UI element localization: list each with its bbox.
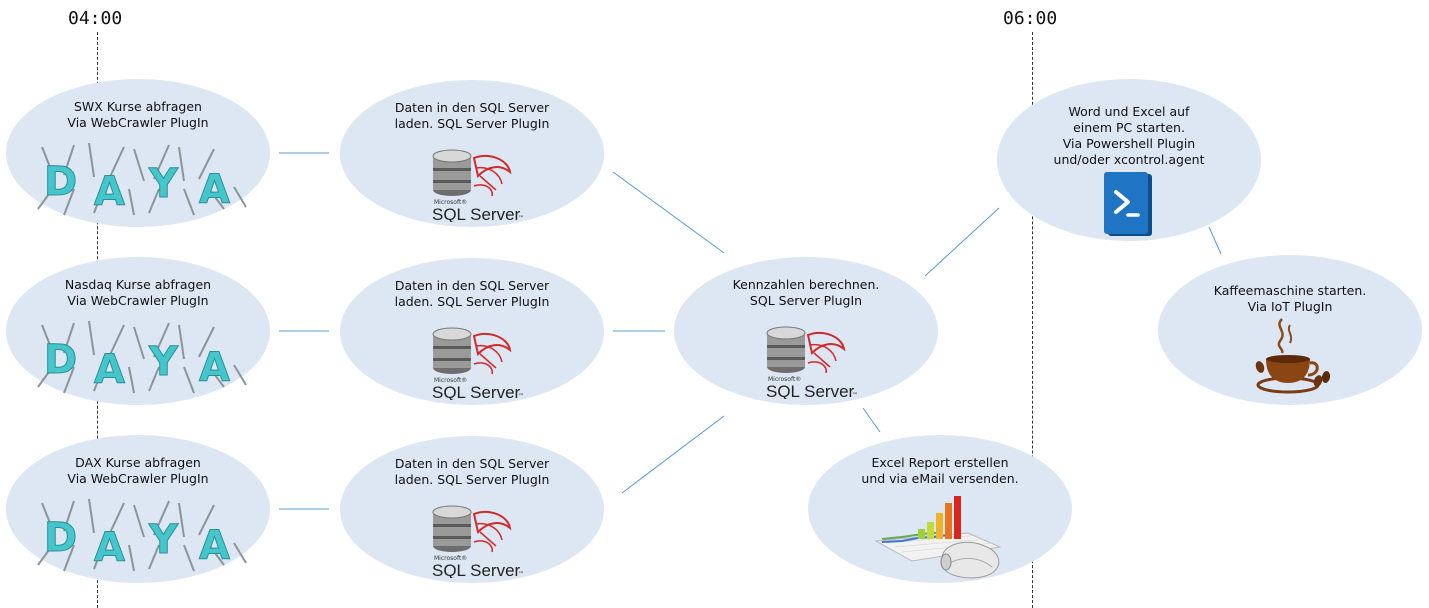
- node-nasdaq-line: Nasdaq Kurse abfragen: [64, 277, 212, 292]
- spider-letter: A: [94, 347, 125, 393]
- spider-letter: D: [44, 337, 77, 383]
- connector-load1-calc: [612, 171, 725, 254]
- node-load2-line: laden. SQL Server PlugIn: [394, 294, 550, 309]
- spider-letter: D: [44, 515, 77, 561]
- connector-calc-report: [862, 407, 881, 433]
- node-calc-line: SQL Server PlugIn: [749, 293, 863, 308]
- node-report-text: Excel Report erstellen und via eMail ver…: [808, 455, 1072, 487]
- sql-logo-small: Microsoft®: [434, 377, 467, 384]
- connector-load3-calc: [621, 415, 725, 494]
- connector-office-coffee: [1208, 226, 1222, 255]
- sql-server-icon: Microsoft® SQL Server ™: [766, 326, 858, 399]
- spider-letter: A: [94, 525, 125, 571]
- timeline-end-label: 06:00: [1003, 8, 1058, 29]
- node-sql-load-3[interactable]: Daten in den SQL Server laden. SQL Serve…: [340, 436, 604, 583]
- node-report-line: und via eMail versenden.: [861, 471, 1019, 486]
- node-dax-line: DAX Kurse abfragen: [75, 455, 201, 470]
- sql-logo-text: SQL Server: [432, 383, 521, 400]
- spider-letter: A: [199, 523, 230, 569]
- spider-letter: Y: [148, 517, 179, 563]
- node-swx-text: SWX Kurse abfragen Via WebCrawler PlugIn: [6, 99, 270, 131]
- timeline-start-label: 04:00: [68, 8, 123, 29]
- node-load1-text: Daten in den SQL Server laden. SQL Serve…: [340, 100, 604, 132]
- sql-logo-text: SQL Server: [432, 205, 521, 222]
- node-load1-line: Daten in den SQL Server: [394, 100, 550, 115]
- node-sql-load-2[interactable]: Daten in den SQL Server laden. SQL Serve…: [340, 258, 604, 405]
- node-calc-line: Kennzahlen berechnen.: [732, 277, 880, 292]
- node-nasdaq-crawler[interactable]: Nasdaq Kurse abfragen Via WebCrawler Plu…: [6, 257, 270, 405]
- spider-letter: Y: [148, 339, 179, 385]
- sql-logo-small: Microsoft®: [434, 199, 467, 206]
- sql-server-icon: Microsoft® SQL Server ™: [432, 327, 524, 400]
- spider-letter: A: [94, 169, 125, 215]
- node-nasdaq-line: Via WebCrawler PlugIn: [67, 293, 209, 308]
- spider-logo-icon: D A Y A: [37, 498, 247, 572]
- sql-logo-mark: ™: [518, 215, 524, 222]
- node-coffee-text: Kaffeemaschine starten. Via IoT PlugIn: [1158, 283, 1422, 315]
- node-office-line: einem PC starten.: [1073, 120, 1185, 135]
- node-coffee-line: Via IoT PlugIn: [1247, 299, 1333, 314]
- connector-calc-office: [924, 207, 1000, 277]
- sql-logo-small: Microsoft®: [434, 555, 467, 562]
- sql-logo-small: Microsoft®: [768, 376, 801, 383]
- node-office-line: Word und Excel auf: [1068, 104, 1190, 119]
- node-load3-text: Daten in den SQL Server laden. SQL Serve…: [340, 456, 604, 488]
- node-load1-line: laden. SQL Server PlugIn: [394, 116, 550, 131]
- node-office-text: Word und Excel auf einem PC starten. Via…: [997, 104, 1261, 168]
- sql-server-icon: Microsoft® SQL Server ™: [432, 149, 524, 222]
- spider-letter: D: [44, 159, 77, 205]
- sql-logo-mark: ™: [518, 393, 524, 400]
- node-report-line: Excel Report erstellen: [871, 455, 1009, 470]
- excel-report-icon: [874, 496, 1002, 579]
- sql-logo-mark: ™: [852, 392, 858, 399]
- sql-logo-mark: ™: [518, 571, 524, 578]
- node-coffee-machine[interactable]: Kaffeemaschine starten. Via IoT PlugIn: [1158, 255, 1422, 405]
- timeline-end-marker: [1032, 32, 1033, 608]
- node-coffee-line: Kaffeemaschine starten.: [1213, 283, 1367, 298]
- node-dax-line: Via WebCrawler PlugIn: [67, 471, 209, 486]
- node-swx-line: Via WebCrawler PlugIn: [67, 115, 209, 130]
- spider-logo-icon: D A Y A: [37, 320, 247, 394]
- powershell-icon: [1104, 172, 1152, 236]
- node-swx-crawler[interactable]: SWX Kurse abfragen Via WebCrawler PlugIn…: [6, 79, 270, 227]
- spider-letter: Y: [148, 161, 179, 207]
- node-load3-line: Daten in den SQL Server: [394, 456, 550, 471]
- node-office-start[interactable]: Word und Excel auf einem PC starten. Via…: [997, 79, 1261, 241]
- spider-letter: A: [199, 167, 230, 213]
- node-load2-text: Daten in den SQL Server laden. SQL Serve…: [340, 278, 604, 310]
- node-sql-load-1[interactable]: Daten in den SQL Server laden. SQL Serve…: [340, 80, 604, 227]
- node-swx-line: SWX Kurse abfragen: [74, 99, 202, 114]
- node-dax-text: DAX Kurse abfragen Via WebCrawler PlugIn: [6, 455, 270, 487]
- node-dax-crawler[interactable]: DAX Kurse abfragen Via WebCrawler PlugIn…: [6, 435, 270, 583]
- sql-logo-text: SQL Server: [432, 561, 521, 578]
- node-office-line: und/oder xcontrol.agent: [1053, 152, 1205, 167]
- spider-logo-icon: D A Y A: [37, 142, 247, 216]
- node-calc-kpi[interactable]: Kennzahlen berechnen. SQL Server PlugIn …: [674, 257, 938, 405]
- node-load2-line: Daten in den SQL Server: [394, 278, 550, 293]
- sql-logo-text: SQL Server: [766, 382, 855, 399]
- node-nasdaq-text: Nasdaq Kurse abfragen Via WebCrawler Plu…: [6, 277, 270, 309]
- spider-letter: A: [199, 345, 230, 391]
- node-load3-line: laden. SQL Server PlugIn: [394, 472, 550, 487]
- node-office-line: Via Powershell Plugin: [1062, 136, 1196, 151]
- node-excel-report[interactable]: Excel Report erstellen und via eMail ver…: [808, 435, 1072, 583]
- sql-server-icon: Microsoft® SQL Server ™: [432, 505, 524, 578]
- coffee-cup-icon: [1255, 318, 1331, 394]
- node-calc-text: Kennzahlen berechnen. SQL Server PlugIn: [674, 277, 938, 309]
